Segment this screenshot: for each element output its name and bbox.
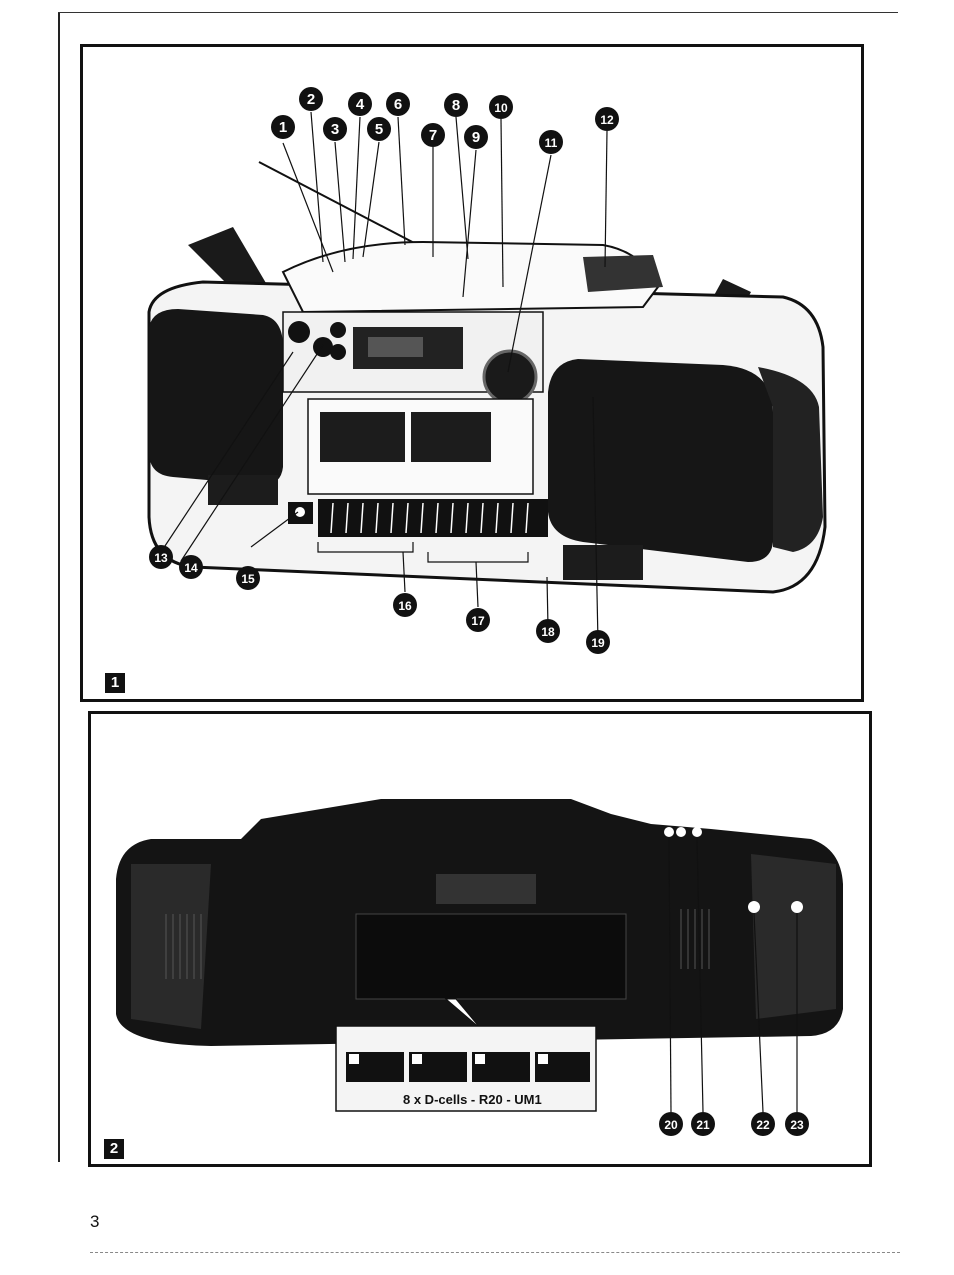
svg-text:11: 11 [545,136,558,150]
callout-21: 21 [691,1112,715,1136]
callout-20: 20 [659,1112,683,1136]
page-margin-rule [58,12,60,1162]
svg-text:4: 4 [356,96,365,113]
svg-text:20: 20 [664,1118,678,1132]
svg-text:15: 15 [241,572,255,586]
bottom-scan-line [90,1252,900,1253]
svg-text:2: 2 [307,91,315,108]
callout-8: 8 [444,93,468,117]
svg-text:3: 3 [331,121,339,138]
callout-2: 2 [299,87,323,111]
svg-text:17: 17 [471,614,485,628]
boombox-rear-illustration: 8 x D-cells - R20 - UM1 20 21 22 23 [116,799,843,1136]
svg-text:10: 10 [494,101,508,115]
svg-text:8: 8 [452,97,460,114]
svg-text:6: 6 [394,96,402,113]
callout-22: 22 [751,1112,775,1136]
svg-text:16: 16 [398,599,412,613]
page-number: 3 [90,1212,100,1231]
callout-4: 4 [348,92,372,116]
callout-9: 9 [464,125,488,149]
callout-3: 3 [323,117,347,141]
callout-10: 10 [489,95,513,119]
figure-number: 1 [105,673,125,693]
figure-2-rear-view: 8 x D-cells - R20 - UM1 20 21 22 23 2 [88,711,872,1167]
svg-text:12: 12 [600,113,614,127]
page-top-rule [58,12,898,13]
svg-text:19: 19 [591,636,605,650]
svg-text:21: 21 [696,1118,710,1132]
svg-text:13: 13 [154,551,168,565]
svg-text:1: 1 [279,119,287,136]
callout-11: 11 [539,130,563,154]
svg-text:5: 5 [375,121,383,138]
callout-16: 16 [393,593,417,617]
battery-spec-label: 8 x D-cells - R20 - UM1 [403,1092,542,1107]
callout-14: 14 [179,555,203,579]
callout-7: 7 [421,123,445,147]
callout-5: 5 [367,117,391,141]
callout-15: 15 [236,566,260,590]
svg-text:18: 18 [541,625,555,639]
figure-1-front-view: 1 2 3 4 5 6 7 8 9 10 11 12 13 14 15 16 1… [80,44,864,702]
callout-12: 12 [595,107,619,131]
figure-number: 2 [104,1139,124,1159]
callout-18: 18 [536,619,560,643]
callout-17: 17 [466,608,490,632]
svg-text:23: 23 [790,1118,804,1132]
svg-text:7: 7 [429,127,437,144]
callout-13: 13 [149,545,173,569]
callout-19: 19 [586,630,610,654]
callout-1: 1 [271,115,295,139]
svg-text:22: 22 [756,1118,770,1132]
boombox-front-illustration: 1 2 3 4 5 6 7 8 9 10 11 12 13 14 15 16 1… [147,87,827,654]
callout-6: 6 [386,92,410,116]
svg-text:9: 9 [472,129,480,146]
svg-text:14: 14 [184,561,198,575]
callout-23: 23 [785,1112,809,1136]
